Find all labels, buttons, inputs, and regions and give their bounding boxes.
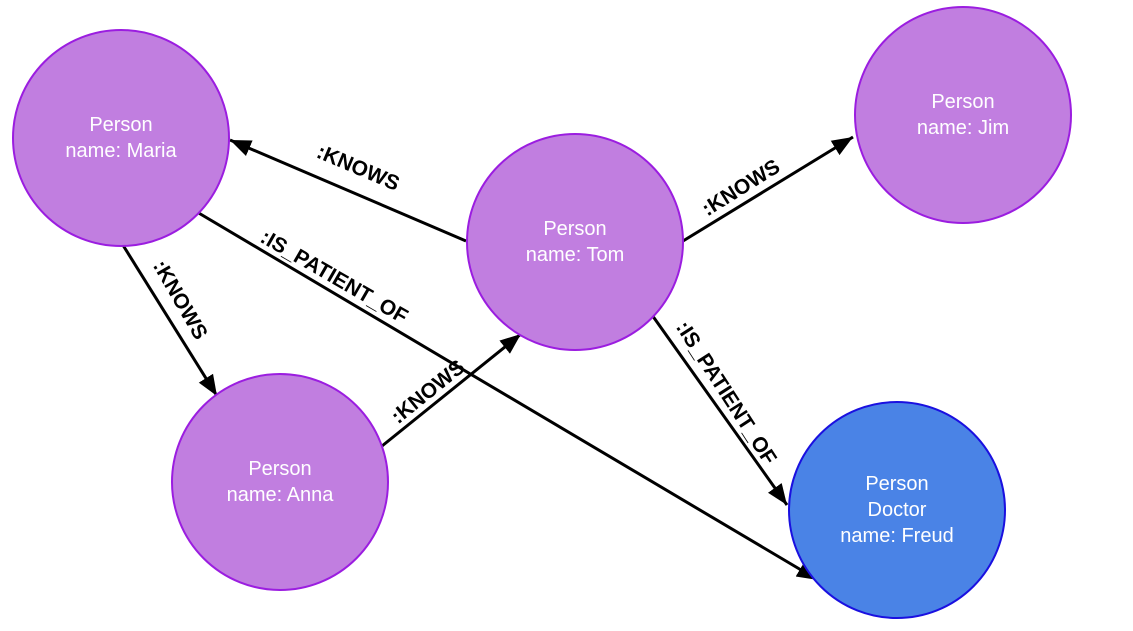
- edges-layer: [119, 135, 854, 582]
- node-circle-maria[interactable]: [12, 29, 230, 247]
- node-label-tom-1: name: Tom: [526, 244, 625, 266]
- edge-tom-knows-jim: [682, 135, 854, 243]
- node-circle-jim[interactable]: [854, 6, 1072, 224]
- edge-label-tom-patient-freud: :IS_PATIENT_OF: [671, 317, 781, 469]
- edge-tom-knows-maria: [229, 138, 467, 243]
- edge-anna-knows-tom: [381, 332, 522, 448]
- node-label-maria-1: name: Maria: [65, 140, 177, 162]
- edge-label-tom-knows-maria: :KNOWS: [313, 140, 403, 195]
- node-label-jim-0: Person: [931, 91, 994, 113]
- node-circle-tom[interactable]: [466, 133, 684, 351]
- edge-maria-patient-freud: [196, 210, 819, 582]
- edge-label-anna-knows-tom: :KNOWS: [387, 356, 469, 429]
- node-label-anna-0: Person: [248, 458, 311, 480]
- node-label-freud-2: name: Freud: [840, 525, 953, 547]
- node-label-anna-1: name: Anna: [227, 484, 335, 506]
- edge-tom-patient-freud: [650, 314, 789, 506]
- edge-label-maria-patient-freud: :IS_PATIENT_OF: [256, 226, 411, 329]
- node-jim[interactable]: Person name: Jim: [854, 6, 1072, 224]
- node-label-freud-0: Person: [865, 473, 928, 495]
- node-maria[interactable]: Person name: Maria: [12, 29, 230, 247]
- node-label-freud-1: Doctor: [868, 499, 927, 521]
- node-anna[interactable]: Person name: Anna: [171, 373, 389, 591]
- node-label-jim-1: name: Jim: [917, 117, 1009, 139]
- node-label-tom-0: Person: [543, 218, 606, 240]
- node-circle-anna[interactable]: [171, 373, 389, 591]
- node-circle-freud[interactable]: [788, 401, 1006, 619]
- node-label-maria-0: Person: [89, 114, 152, 136]
- node-tom[interactable]: Person name: Tom: [466, 133, 684, 351]
- edge-maria-knows-anna: [119, 241, 219, 397]
